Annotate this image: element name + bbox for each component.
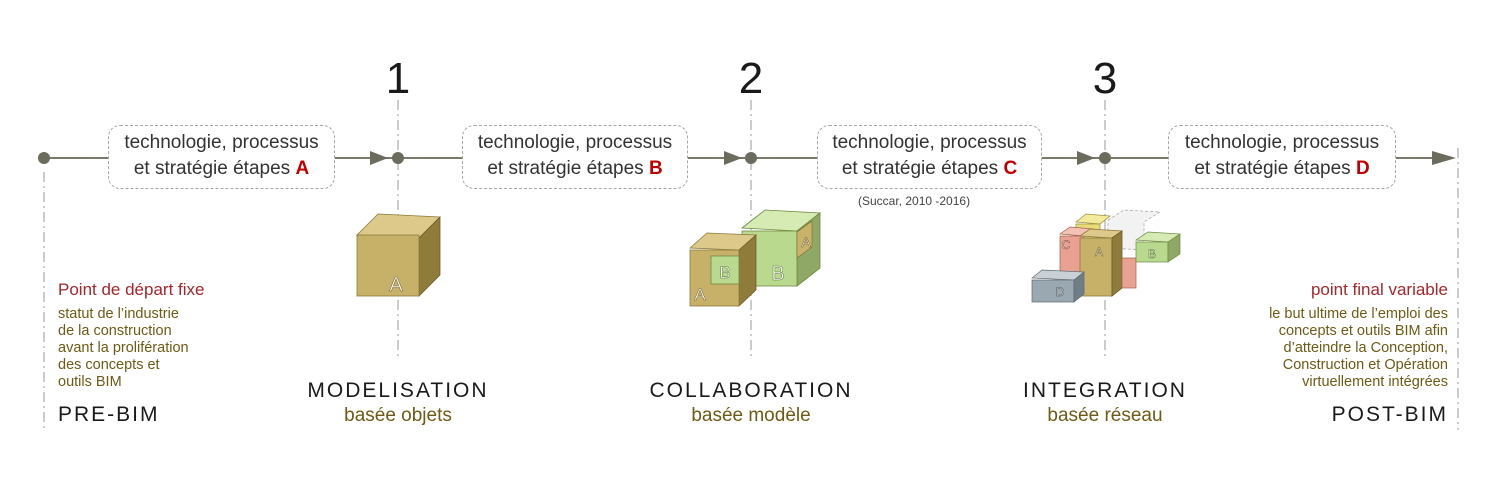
step-line-2: et stratégie étapes A <box>109 156 334 182</box>
stage-title-3: INTEGRATION <box>1023 379 1187 402</box>
end-title: point final variable <box>1310 280 1448 299</box>
step-line-1: technologie, processus <box>124 132 319 153</box>
step-line-2: et stratégie étapes C <box>818 156 1041 182</box>
cube-label: D <box>1056 285 1065 299</box>
cube-label: B <box>771 263 784 285</box>
step-line-1: technologie, processus <box>1184 132 1380 153</box>
step-letter: C <box>1003 158 1018 179</box>
stage-subtitle-3: basée réseau <box>1047 405 1163 426</box>
cube-label: A <box>389 274 403 296</box>
citation: (Succar, 2010 -2016) <box>858 194 971 208</box>
step-box-a: technologie, processus et stratégie étap… <box>108 125 335 189</box>
start-title: Point de départ fixe <box>58 280 205 299</box>
step-box-d: technologie, processus et stratégie étap… <box>1168 125 1396 189</box>
cube-label: B <box>1148 247 1156 261</box>
step-line-2-text: et stratégie étapes <box>1194 158 1351 179</box>
cube-label: C <box>1062 238 1071 252</box>
integration-blocks: C A B D <box>1031 209 1182 303</box>
arrow-head-end <box>1432 151 1456 165</box>
stage-number-3: 3 <box>1092 54 1118 103</box>
cube-label: A <box>801 234 811 250</box>
step-line-1: technologie, processus <box>477 132 673 153</box>
timeline-dot-stage-3 <box>1099 152 1111 164</box>
start-line: de la construction <box>58 323 172 339</box>
stage-subtitle-1: basée objets <box>344 405 452 426</box>
arrow-head-3 <box>1077 151 1095 165</box>
step-line-2: et stratégie étapes D <box>1169 156 1395 182</box>
start-line: outils BIM <box>58 374 122 390</box>
end-line: le but ultime de l’emploi des <box>1269 306 1448 322</box>
start-line: avant la prolifération <box>58 340 189 356</box>
step-line-2: et stratégie étapes B <box>463 156 687 182</box>
cube-label: A <box>694 285 706 304</box>
end-description: le but ultime de l’emploi des concepts e… <box>1269 306 1448 391</box>
end-line: Construction et Opération <box>1282 357 1448 373</box>
step-line-2-text: et stratégie étapes <box>133 158 291 179</box>
cube-label: A <box>1095 245 1103 259</box>
modeling-cube: A <box>356 213 441 297</box>
step-letter: B <box>648 158 663 179</box>
end-line: concepts et outils BIM afin <box>1278 323 1448 339</box>
step-letter: D <box>1355 158 1370 179</box>
start-line: des concepts et <box>58 357 160 373</box>
timeline-dot-stage-2 <box>745 152 757 164</box>
stage-number-2: 2 <box>738 54 764 103</box>
step-box-b: technologie, processus et stratégie étap… <box>462 125 688 189</box>
end-line: d’atteindre la Conception, <box>1283 340 1448 356</box>
step-letter: A <box>295 158 310 179</box>
arrow-head-2 <box>724 151 742 165</box>
stage-number-1: 1 <box>385 54 411 103</box>
step-line-2-text: et stratégie étapes <box>841 158 999 179</box>
step-line-1: technologie, processus <box>832 132 1027 153</box>
end-line: virtuellement intégrées <box>1302 374 1448 390</box>
step-line-2-text: et stratégie étapes <box>487 158 644 179</box>
pre-bim-label: PRE-BIM <box>58 403 160 426</box>
stage-title-1: MODELISATION <box>307 379 489 402</box>
timeline-dot-stage-1 <box>392 152 404 164</box>
stage-subtitle-2: basée modèle <box>691 405 811 426</box>
collaboration-blocks: A B B A <box>688 209 822 307</box>
cube-label: B <box>719 263 730 282</box>
start-line: statut de l’industrie <box>58 306 179 322</box>
arrow-head-1 <box>370 151 388 165</box>
stage-title-2: COLLABORATION <box>649 379 853 402</box>
start-description: statut de l’industrie de la construction… <box>58 306 189 391</box>
step-box-c: technologie, processus et stratégie étap… <box>817 125 1042 189</box>
timeline-dot-start <box>38 152 50 164</box>
post-bim-label: POST-BIM <box>1331 403 1448 426</box>
